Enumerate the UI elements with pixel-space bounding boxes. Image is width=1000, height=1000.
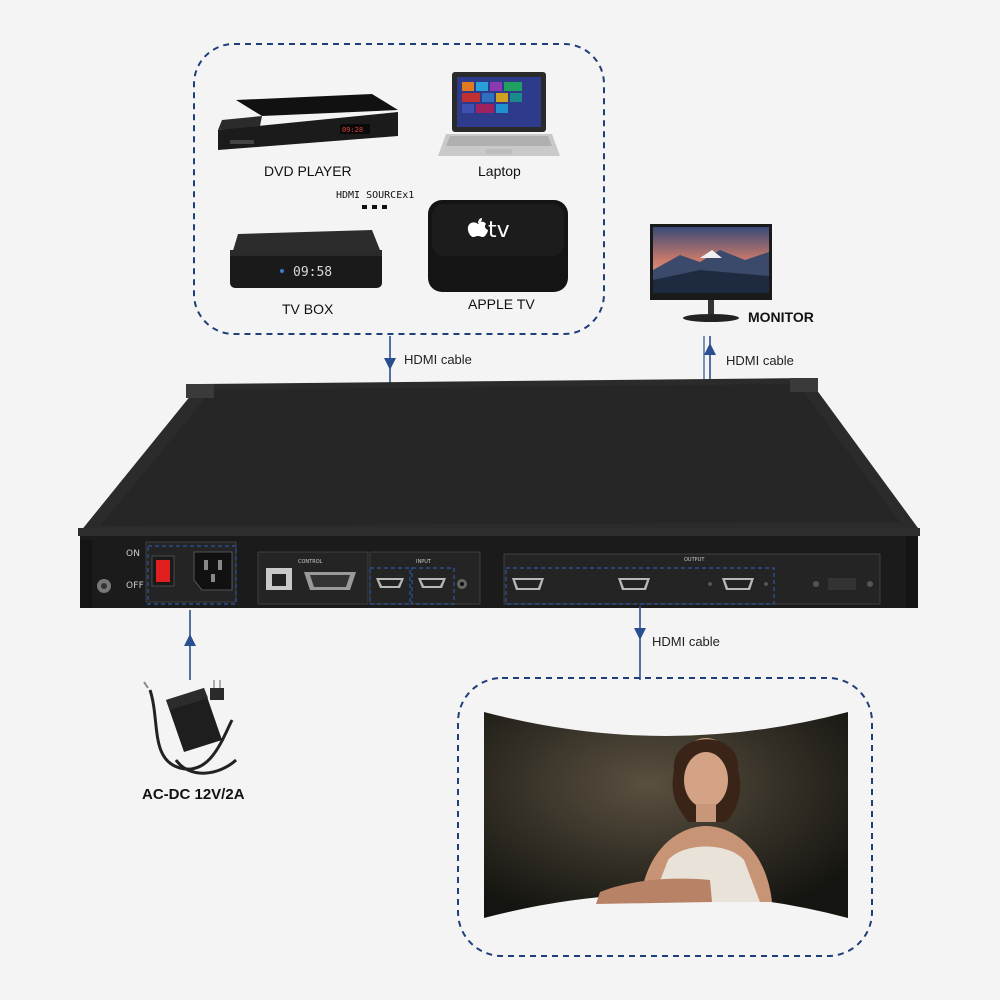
svg-text:INPUT: INPUT [416, 559, 432, 565]
dvd-player-label: DVD PLAYER [264, 163, 352, 179]
laptop-icon [438, 72, 560, 156]
source-cable-arrow [384, 358, 396, 370]
curved-display [484, 712, 848, 918]
tv-box-icon: 09:58 [230, 230, 382, 288]
apple-tv-logo-text: tv [488, 218, 510, 243]
output-cable-arrow [634, 628, 646, 640]
dot-1 [362, 205, 367, 209]
power-port-highlight [147, 545, 237, 605]
loop-port-highlight [411, 567, 455, 605]
monitor-label: MONITOR [748, 309, 814, 325]
dvd-display-text: 09:28 [342, 126, 363, 134]
source-cable-label: HDMI cable [404, 352, 472, 367]
svg-text:CONTROL: CONTROL [298, 559, 323, 565]
monitor-cable-arrow [704, 343, 716, 355]
dot-3 [382, 205, 387, 209]
apple-tv-label: APPLE TV [468, 296, 535, 312]
monitor-icon [650, 224, 772, 322]
monitor-cable-label: HDMI cable [726, 353, 794, 368]
svg-text:OFF: OFF [126, 581, 144, 591]
output-port-highlight [505, 567, 775, 605]
power-adapter-label: AC-DC 12V/2A [142, 786, 245, 803]
output-cable-label: HDMI cable [652, 634, 720, 649]
apple-tv-icon: tv [428, 200, 568, 292]
dvd-player-icon: 09:28 [218, 94, 398, 150]
hdmi-source-group-label: HDMI SOURCEx1 [336, 190, 415, 201]
laptop-label: Laptop [478, 163, 521, 179]
matrix-switcher-device: ON OFF CONTROL INPUT OUTPUT [78, 378, 920, 608]
dot-2 [372, 205, 377, 209]
source-group-border [193, 43, 605, 335]
svg-text:ON: ON [126, 549, 140, 559]
output-group-border [457, 677, 873, 957]
input-port-highlight [369, 567, 411, 605]
power-cable-arrow [184, 634, 196, 646]
svg-text:OUTPUT: OUTPUT [684, 557, 705, 563]
tv-box-label: TV BOX [282, 301, 334, 317]
tv-box-display-text: 09:58 [293, 265, 332, 280]
power-adapter-icon [143, 680, 238, 775]
